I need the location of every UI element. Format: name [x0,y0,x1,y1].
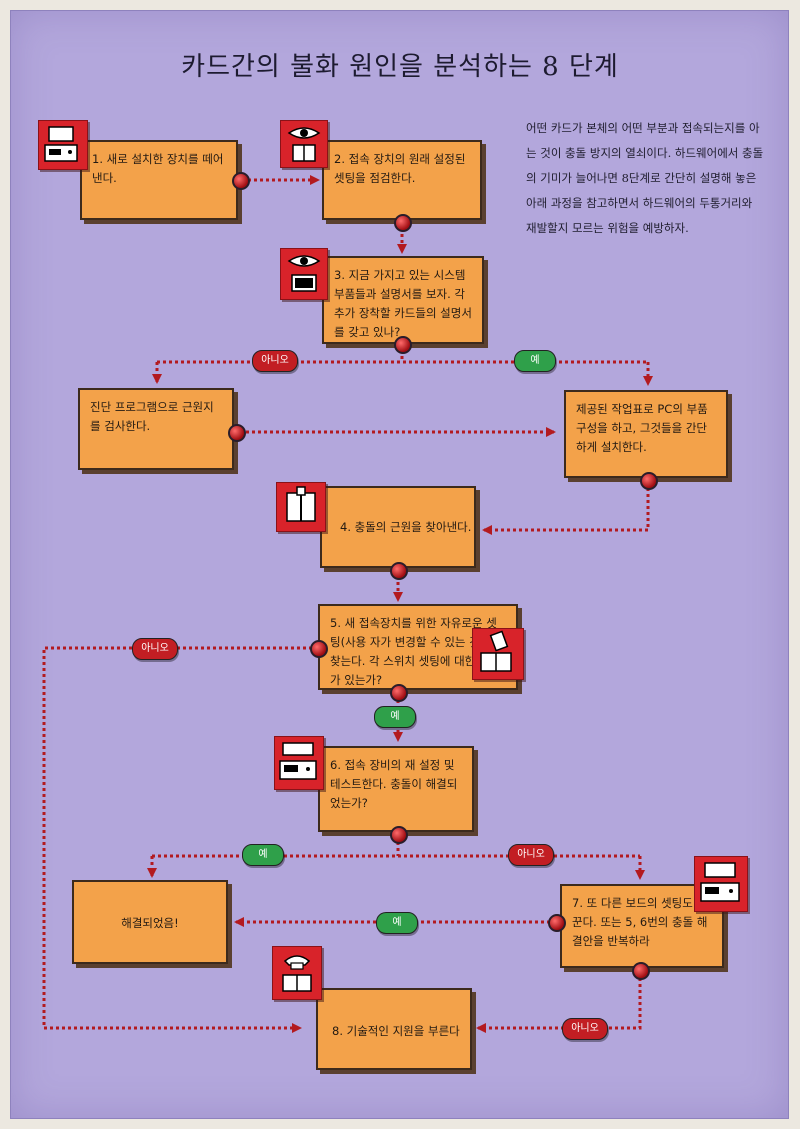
knob-5-left [310,640,328,658]
step-4-text: 4. 충돌의 근원을 찾아낸다. [340,520,472,534]
page-title: 카드간의 불화 원인을 분석하는 8 단계 [181,52,619,82]
step-5-text: 5. 새 접속장치를 위한 자유로운 셋팅(사용 자가 변경할 수 있는 것)을… [330,616,501,687]
connector-s7-8 [476,972,642,1033]
step-2-text: 2. 접속 장치의 원래 설정된 셋팅을 점검한다. [334,152,466,185]
badge-yes-step3: 예 [514,350,556,372]
card-manual-icon [472,628,524,680]
badge-no-step7: 아니오 [562,1018,608,1040]
computer-printer-icon [274,736,324,790]
manual-book-icon [276,482,326,532]
connector-5-no-8 [42,646,312,1033]
step-4-box: 4. 충돌의 근원을 찾아낸다. [320,486,476,568]
step-7-text: 7. 또 다른 보드의 셋팅도 바꾼다. 또는 5, 6번의 충돌 해결안을 반… [572,896,708,948]
knob-provided [640,472,658,490]
badge-no-step5: 아니오 [132,638,178,660]
step-3-box: 3. 지금 가지고 있는 시스템 부품들과 설명서를 보자. 각 추가 장착할 … [322,256,484,344]
step-2-box: 2. 접속 장치의 원래 설정된 셋팅을 점검한다. [322,140,482,220]
knob-diag [228,424,246,442]
step-8-box: 8. 기술적인 지원을 부른다 [316,988,472,1070]
badge-yes-step7: 예 [376,912,418,934]
badge-yes-step5: 예 [374,706,416,728]
step-8-text: 8. 기술적인 지원을 부른다 [332,1024,460,1038]
step-3-text: 3. 지금 가지고 있는 시스템 부품들과 설명서를 보자. 각 추가 장착할 … [334,268,472,339]
knob-6 [390,826,408,844]
knob-3 [394,336,412,354]
eye-manual-icon [280,120,328,168]
eye-computer-icon [280,248,328,300]
knob-7-left [548,914,566,932]
intro-paragraph: 어떤 카드가 본체의 어떤 부분과 접속되는지를 아는 것이 충돌 방지의 열쇠… [526,121,764,235]
badge-yes-step6: 예 [242,844,284,866]
connector-provided-4 [482,482,650,535]
step-1-box: 1. 새로 설치한 장치를 떼어낸다. [80,140,238,220]
computer-printer-icon [694,856,748,912]
provided-sheet-box: 제공된 작업표로 PC의 부품 구성을 하고, 그것들을 간단하게 설치한다. [564,390,728,478]
knob-5-bottom [390,684,408,702]
provided-sheet-text: 제공된 작업표로 PC의 부품 구성을 하고, 그것들을 간단하게 설치한다. [576,402,708,454]
knob-4 [390,562,408,580]
telephone-manual-icon [272,946,322,1000]
diagnostic-box: 진단 프로그램으로 근원지를 검사한다. [78,388,234,470]
knob-7-bottom [632,962,650,980]
step-6-text: 6. 접속 장비의 재 설정 및 테스트한다. 충돌이 해결되었는가? [330,758,458,810]
knob-1 [232,172,250,190]
solved-text: 해결되었음! [121,915,179,930]
solved-box: 해결되었음! [72,880,228,964]
step-1-text: 1. 새로 설치한 장치를 떼어낸다. [92,152,224,185]
step-6-box: 6. 접속 장비의 재 설정 및 테스트한다. 충돌이 해결되었는가? [318,746,474,832]
diagnostic-text: 진단 프로그램으로 근원지를 검사한다. [90,400,214,433]
knob-2 [394,214,412,232]
badge-no-step6: 아니오 [508,844,554,866]
computer-printer-icon [38,120,88,170]
badge-no-step3: 아니오 [252,350,298,372]
